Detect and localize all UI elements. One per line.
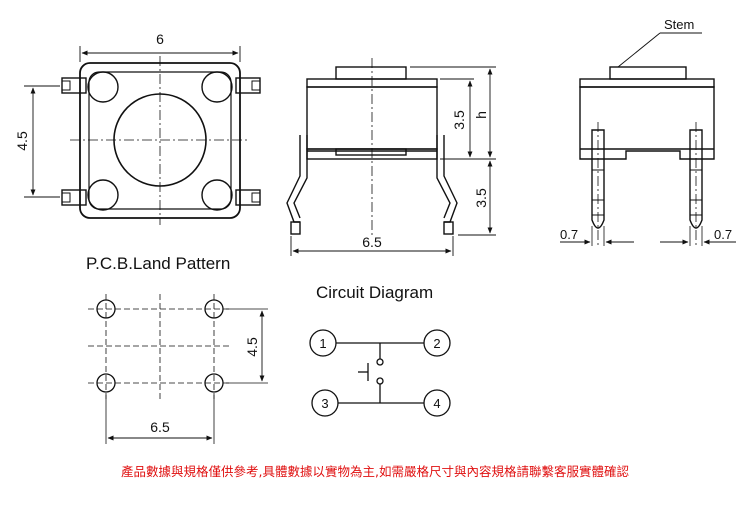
pcb-title: P.C.B.Land Pattern — [86, 254, 230, 273]
front-view — [560, 32, 736, 248]
top-view — [24, 46, 261, 225]
top-pin-bl — [61, 189, 87, 206]
corner-boss-tr — [201, 71, 233, 103]
side-width-label: 6.5 — [362, 234, 382, 250]
circuit-pin-2 — [423, 329, 451, 357]
pcb-width-label: 6.5 — [150, 419, 170, 435]
top-height-label: 4.5 — [14, 131, 30, 151]
circuit-diagram — [309, 329, 451, 417]
side-leg-right — [443, 135, 458, 223]
pcb-hole-1 — [96, 299, 116, 319]
top-pin-tl — [61, 77, 87, 94]
pcb-land-pattern — [88, 294, 268, 444]
front-pin-right — [689, 129, 703, 229]
circuit-pin-3 — [311, 389, 339, 417]
corner-boss-bl — [87, 179, 119, 211]
pcb-hole-2 — [204, 299, 224, 319]
corner-boss-br — [201, 179, 233, 211]
side-lower-label: 3.5 — [473, 188, 489, 208]
side-leg-left — [286, 135, 301, 223]
side-view — [286, 58, 496, 256]
circuit-pin-4 — [423, 389, 451, 417]
circuit-pin-2-label: 2 — [433, 336, 440, 351]
pcb-hole-3 — [96, 373, 116, 393]
front-stem — [609, 66, 687, 80]
circuit-pin-3-label: 3 — [321, 396, 328, 411]
front-body — [579, 86, 715, 160]
pcb-height-label: 4.5 — [244, 337, 260, 357]
side-stem — [335, 66, 407, 80]
stem-label: Stem — [664, 17, 694, 32]
circuit-pin-4-label: 4 — [433, 396, 440, 411]
circuit-pin-1-label: 1 — [319, 336, 326, 351]
front-pin-left — [591, 129, 605, 229]
circuit-title: Circuit Diagram — [316, 283, 433, 302]
pcb-hole-4 — [204, 373, 224, 393]
pin-width-left-label: 0.7 — [560, 227, 578, 242]
corner-boss-tl — [87, 71, 119, 103]
top-width-label: 6 — [156, 31, 164, 47]
top-body-outline — [79, 62, 241, 219]
disclaimer-footer: 產品數據與規格僅供參考,具體數據以實物為主,如需嚴格尺寸與內容規格請聯繫客服實體… — [121, 464, 629, 479]
side-upper-label: 3.5 — [451, 110, 467, 130]
circuit-pin-1 — [309, 329, 337, 357]
pin-width-right-label: 0.7 — [714, 227, 732, 242]
side-h-label: h — [473, 111, 489, 119]
